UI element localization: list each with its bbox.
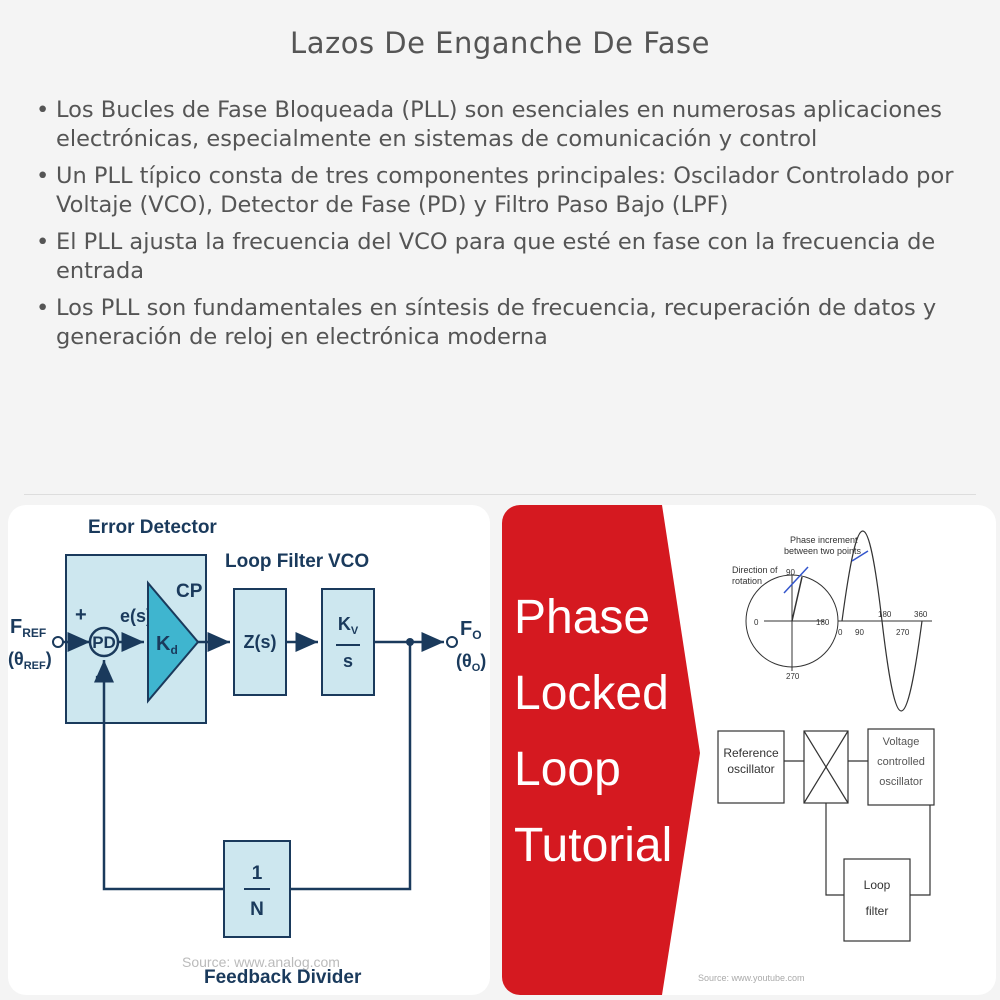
source-label: Source: www.youtube.com bbox=[698, 973, 805, 983]
pd-label: PD bbox=[92, 633, 116, 652]
feedback-line-left bbox=[94, 660, 224, 891]
minus-sign: - bbox=[95, 663, 102, 688]
feedback-divider-label: Feedback Divider bbox=[204, 967, 362, 988]
phase-increment-label-2: between two points bbox=[784, 546, 862, 556]
vco-box bbox=[867, 728, 935, 806]
loop-filter-label-1: Loop bbox=[864, 878, 891, 892]
filter-to-vco-line bbox=[910, 805, 931, 896]
mixer-to-filter-line bbox=[825, 803, 844, 896]
source-label: Source: www.analog.com bbox=[182, 954, 340, 970]
reference-oscillator-label-2: oscillator bbox=[727, 762, 774, 776]
bullet-item: Los Bucles de Fase Bloqueada (PLL) son e… bbox=[36, 96, 966, 154]
vco-label: VCO bbox=[328, 551, 369, 572]
kd-label: Kd bbox=[156, 633, 178, 657]
phase-increment-arrow bbox=[851, 550, 869, 562]
reference-oscillator-box bbox=[717, 730, 785, 804]
banner-line-2: Locked bbox=[514, 667, 669, 720]
red-banner bbox=[502, 505, 700, 995]
rotation-arrow bbox=[783, 566, 809, 594]
plus-sign: + bbox=[75, 604, 87, 626]
output-terminal bbox=[446, 636, 458, 648]
divider-numerator: 1 bbox=[252, 863, 263, 884]
kv-label: KV bbox=[338, 614, 359, 637]
fref-label: FREF bbox=[10, 616, 46, 640]
reference-oscillator-label-1: Reference bbox=[723, 746, 779, 760]
direction-label-2: rotation bbox=[732, 576, 762, 586]
theta-ref-label: (θREF) bbox=[8, 649, 52, 672]
wave-label-0: 0 bbox=[838, 628, 843, 637]
loop-filter-label-2: filter bbox=[866, 904, 889, 918]
phase-increment-label-1: Phase increment bbox=[790, 535, 858, 545]
bullet-list: Los Bucles de Fase Bloqueada (PLL) son e… bbox=[36, 96, 966, 360]
bullet-item: Los PLL son fundamentales en síntesis de… bbox=[36, 294, 966, 352]
wave-label-180: 180 bbox=[878, 610, 892, 619]
kv-denominator: s bbox=[343, 651, 353, 671]
theta-o-label: (θO) bbox=[456, 651, 486, 674]
pll-tutorial-panel: Phase Locked Loop Tutorial Direction of … bbox=[502, 505, 996, 995]
pll-block-diagram: Error Detector FREF (θREF) + PD - e(s) K… bbox=[8, 517, 486, 988]
circle-label-270: 270 bbox=[786, 672, 800, 681]
banner-line-1: Phase bbox=[514, 591, 650, 644]
input-terminal bbox=[52, 636, 64, 648]
banner-line-4: Tutorial bbox=[514, 819, 672, 872]
kd-amplifier bbox=[147, 580, 200, 704]
bullet-item: El PLL ajusta la frecuencia del VCO para… bbox=[36, 228, 966, 286]
pll-tutorial-graphic: Phase Locked Loop Tutorial Direction of … bbox=[502, 505, 935, 995]
banner-line-3: Loop bbox=[514, 743, 621, 796]
vco-box bbox=[321, 588, 375, 696]
loop-filter-label: Loop Filter bbox=[225, 551, 324, 572]
cp-label: CP bbox=[176, 581, 203, 602]
circle-label-90: 90 bbox=[786, 568, 795, 577]
phasor-line bbox=[791, 576, 803, 622]
zs-label: Z(s) bbox=[244, 632, 277, 652]
feedback-line-right bbox=[290, 642, 412, 891]
loop-filter-box bbox=[233, 588, 287, 696]
direction-label-1: Direction of bbox=[732, 565, 778, 575]
wave-label-270: 270 bbox=[896, 628, 910, 637]
error-detector-label: Error Detector bbox=[88, 517, 217, 538]
page-title: Lazos De Enganche De Fase bbox=[290, 26, 710, 60]
fo-label: FO bbox=[460, 618, 482, 642]
vco-label-3: oscillator bbox=[879, 776, 923, 788]
divider bbox=[24, 494, 976, 495]
vco-label-2: controlled bbox=[877, 756, 925, 768]
loop-filter-box bbox=[843, 858, 911, 942]
circle-label-180: 180 bbox=[816, 618, 830, 627]
bullet-item: Un PLL típico consta de tres componentes… bbox=[36, 162, 966, 220]
phase-detector-cross-2 bbox=[803, 730, 849, 804]
wave-label-90: 90 bbox=[855, 628, 864, 637]
divider-denominator: N bbox=[250, 899, 264, 920]
vco-label-1: Voltage bbox=[883, 736, 920, 748]
es-label: e(s) bbox=[120, 606, 152, 626]
pll-block-diagram-panel: Error Detector FREF (θREF) + PD - e(s) K… bbox=[8, 505, 490, 995]
circle-label-0: 0 bbox=[754, 618, 759, 627]
wave-label-360: 360 bbox=[914, 610, 928, 619]
